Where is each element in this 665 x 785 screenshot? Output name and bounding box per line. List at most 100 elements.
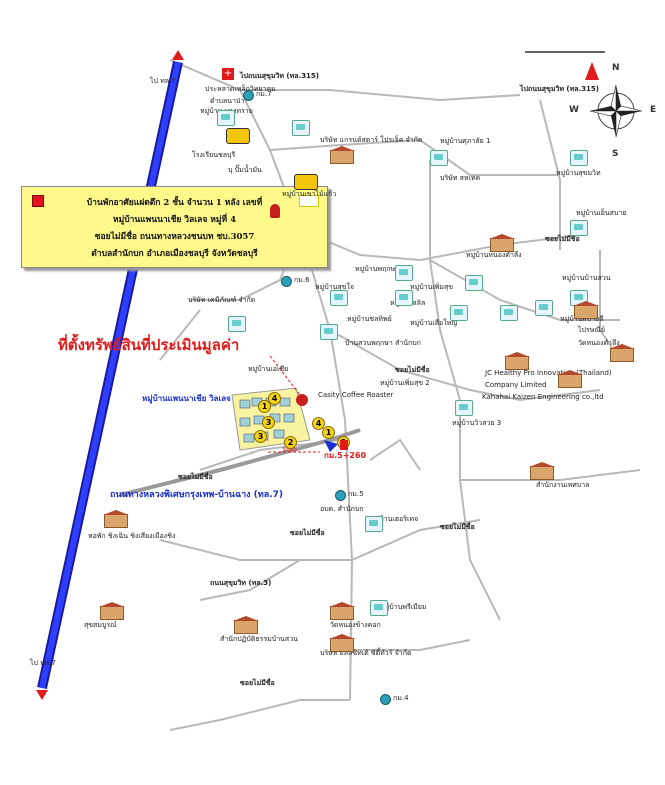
km-marker-icon [281, 276, 292, 287]
gas-station-icon [294, 174, 318, 190]
soi-label: ซอยไม่มีชื่อ [240, 679, 275, 687]
info-line-2: หมู่บ้านแพนนาเชีย วิลเลจ หมู่ที่ 4 [113, 215, 236, 225]
building-icon [329, 146, 355, 164]
property-location-title: ที่ตั้งทรัพย์สินที่ประเมินมูลค่า [58, 336, 240, 354]
label: หมู่บ้านเสือใหญ่ [410, 319, 458, 327]
village-icon [292, 120, 310, 136]
km-marker-icon [335, 490, 346, 501]
label: หมู่บ้านศุภาลัย 1 [440, 137, 491, 145]
arrow-down-icon [36, 690, 48, 700]
label: หมู่บ้านเอเชีย [248, 365, 289, 373]
to-sukhumvit-right: ไปถนนสุขุมวิท (ทล.315) [520, 85, 599, 93]
village-icon [320, 324, 338, 340]
compass-icon [589, 84, 643, 138]
compass-e: E [650, 105, 657, 115]
label: หมู่บ้านสุขใจ [315, 283, 354, 291]
label: หมู่บ้านเฮอริเทจ [370, 515, 419, 523]
label: หมู่บ้านพรีเมียม [380, 603, 427, 611]
sukhumvit3-label: ถนนสุขุมวิท (ทล.3) [210, 579, 272, 587]
legend-red-square [32, 195, 44, 207]
label: สุขสมบูรณ์ [84, 621, 117, 629]
school-icon [609, 344, 635, 362]
village-icon [535, 300, 553, 316]
label: ไปรษณีย์ [578, 326, 605, 334]
office-icon [529, 462, 555, 480]
village-icon [395, 265, 413, 281]
km-flag-icon [340, 440, 348, 450]
village-icon [228, 316, 246, 332]
temple-icon [233, 616, 259, 634]
village-icon [395, 290, 413, 306]
compass-n: N [612, 63, 620, 73]
label: หมู่บ้านเพิ่มสุข [410, 283, 454, 291]
cafe-icon [296, 394, 308, 406]
label: อบต. สำนักบก [320, 505, 364, 513]
village-icon [330, 290, 348, 306]
label: บุ ปั๊มน้ำมัน [228, 166, 262, 174]
label: Company Limited [485, 381, 547, 389]
distance-label: ระยะ [282, 445, 298, 453]
label: หมู่บ้านวิวสวย 3 [452, 419, 502, 427]
circle-number: 4 [312, 417, 325, 430]
km7-label: กม.7 [256, 90, 272, 98]
circle-number: 3 [254, 430, 267, 443]
village-icon [365, 516, 383, 532]
label: หมู่บ้านหนองตำลึง [466, 251, 522, 259]
temple-icon [329, 602, 355, 620]
village-icon [570, 150, 588, 166]
label: สำนักปฏิบัติธรรมบ้านสวน [220, 635, 298, 643]
label: JC Healthy Pro Innovation (Thailand) [485, 369, 612, 377]
temple-icon [489, 234, 515, 252]
building-icon [103, 510, 129, 528]
km-marker-icon [243, 90, 254, 101]
label: บ้านสวนพฤกษา สำนักบก [345, 339, 421, 347]
to-sukhumvit-top: ไปถนนสุขุมวิท (ทล.315) [240, 72, 319, 80]
school-icon [573, 301, 599, 319]
km4-label: กม.4 [393, 694, 409, 702]
hospital-icon: + [222, 68, 234, 80]
label: บริษัท เคมีภัณฑ์ จำกัด [188, 296, 256, 304]
soi-label: ซอยไม่มีชื่อ [290, 529, 325, 537]
compass-s: S [612, 149, 619, 159]
km-marker-icon [380, 694, 391, 705]
to-left-top: ไป ทล.7 [150, 77, 176, 85]
circle-number: 1 [258, 400, 271, 413]
building-icon [504, 352, 530, 370]
label: หอพัก ชิงเฉิน ชิงเสียงเมืองชิง [88, 532, 176, 540]
building-icon [557, 370, 583, 388]
village-icon [455, 400, 473, 416]
label: วัดหนองข้างคอก [330, 621, 381, 629]
label: ตำบลนาป่า [210, 97, 245, 105]
fuel-pump-icon [270, 204, 280, 218]
car-icon [226, 128, 250, 144]
arrow-up-icon [172, 50, 184, 60]
arrow-north-icon [585, 62, 599, 80]
label: หมู่บ้านบ้านสวน [562, 274, 611, 282]
circle-number: 3 [262, 416, 275, 429]
building-icon [99, 602, 125, 620]
village-icon [570, 220, 588, 236]
soi-label: ซอยไม่มีชื่อ [440, 523, 475, 531]
soi-label: ซอยไม่มีชื่อ [395, 366, 430, 374]
label: หมู่บ้านเขาไม้แก้ว [282, 190, 337, 198]
highway-7-road [119, 428, 361, 497]
label: หมู่บ้านเพิ่มสุข 2 [380, 379, 430, 387]
highway-7-label: ถนนทางหลวงพิเศษกรุงเทพ-บ้านฉาง (ทล.7) [110, 490, 284, 500]
to-left-bottom: ไป ทล.7 [30, 659, 56, 667]
label: Kahahai Kaizen Engineering co.,ltd [482, 393, 604, 401]
label: วัดหนองตำลึง [578, 339, 620, 347]
info-line-3: ซอยไม่มีชื่อ ถนนทางหลวงชนบท ชบ.3057 [94, 232, 255, 242]
label: หมู่บ้านสุขมวิท [556, 169, 601, 177]
property-info-box: บ้านพักอาศัยแฝดตึก 2 ชั้น จำนวน 1 หลัง เ… [21, 186, 328, 268]
circle-number: 2 [284, 436, 297, 449]
km5-label: กม.5 [348, 490, 364, 498]
label: หมู่บ้านเย็นสบาย [576, 209, 627, 217]
pointer-arrow-icon [324, 440, 338, 452]
village-icon [430, 150, 448, 166]
label: Casity Coffee Roaster [318, 391, 394, 399]
circle-number: 1 [322, 426, 335, 439]
village-icon [217, 110, 235, 126]
property-village-label: หมู่บ้านแพนนาเชีย วิลเลจ [142, 394, 231, 403]
